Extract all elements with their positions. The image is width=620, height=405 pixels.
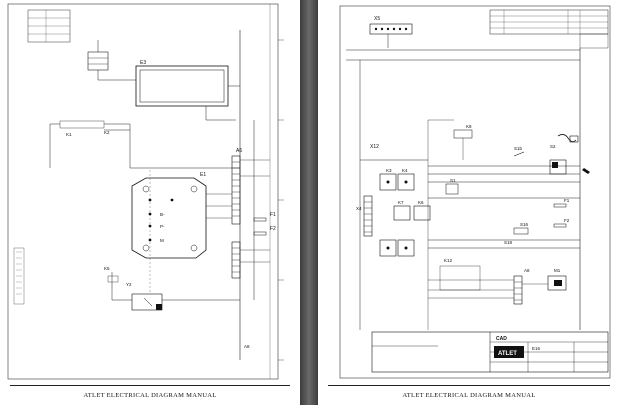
left-page: E3 K1 K2 B- P- M E1 A6	[0, 0, 300, 405]
page-divider	[300, 0, 318, 405]
connector-block	[87, 51, 109, 71]
right-page: X5 X12 K8 K3 K4 X4	[318, 0, 620, 405]
label-s16: S16	[520, 222, 529, 227]
y2-brake	[131, 293, 163, 311]
label-a6: A6	[236, 148, 242, 154]
label-f1: F1	[270, 212, 276, 218]
label-s18: S18	[504, 240, 513, 245]
label-k4: K4	[402, 168, 408, 173]
label-f2: F2	[270, 226, 276, 232]
left-schematic: E3 K1 K2 B- P- M E1 A6	[7, 3, 284, 380]
relay-k3	[379, 173, 397, 191]
label-a8: A8	[244, 344, 250, 349]
m1-motor	[547, 275, 567, 291]
label-f2-right: F2	[564, 218, 570, 223]
label-a8-right: A8	[524, 268, 530, 273]
label-k5: K5	[104, 266, 110, 271]
label-terminal-b: B-	[160, 212, 165, 217]
s2-switch	[549, 159, 567, 175]
label-x5: X5	[374, 16, 380, 22]
label-e16: E16	[532, 346, 541, 351]
left-footer-rule	[10, 385, 290, 386]
x4-connector	[363, 195, 373, 237]
atlet-logo	[494, 346, 524, 358]
label-f1-right: F1	[564, 198, 570, 203]
label-k1: K1	[66, 132, 72, 137]
label-cad: CAD	[496, 336, 507, 342]
label-k8: K8	[466, 124, 472, 129]
left-page-footer: ATLET ELECTRICAL DIAGRAM MANUAL	[83, 392, 217, 399]
label-x4: X4	[356, 206, 362, 211]
right-page-footer: ATLET ELECTRICAL DIAGRAM MANUAL	[402, 392, 536, 399]
label-terminal-m: M	[160, 238, 164, 243]
x5-connector	[369, 23, 413, 35]
label-k3: K3	[386, 168, 392, 173]
label-terminal-p: P-	[160, 224, 165, 229]
right-schematic: X5 X12 K8 K3 K4 X4	[339, 5, 611, 379]
label-k12: K12	[444, 258, 453, 263]
label-k7: K7	[398, 200, 404, 205]
label-x12: X12	[370, 144, 379, 150]
atlet-brand: ATLET	[498, 351, 517, 357]
label-s1: S1	[450, 178, 456, 183]
label-s1b: S1b	[514, 146, 523, 151]
label-y2: Y2	[126, 282, 132, 287]
relay-k4	[397, 173, 415, 191]
a6-connector	[231, 155, 241, 225]
label-s2: S2	[550, 144, 556, 149]
label-m1: M1	[554, 268, 561, 273]
label-e1: E1	[200, 172, 206, 178]
right-footer-rule	[328, 385, 610, 386]
motor-controller	[131, 177, 207, 259]
label-e3: E3	[140, 60, 146, 66]
label-k6: K6	[418, 200, 424, 205]
e3-display	[135, 65, 229, 107]
label-k2: K2	[104, 130, 110, 135]
